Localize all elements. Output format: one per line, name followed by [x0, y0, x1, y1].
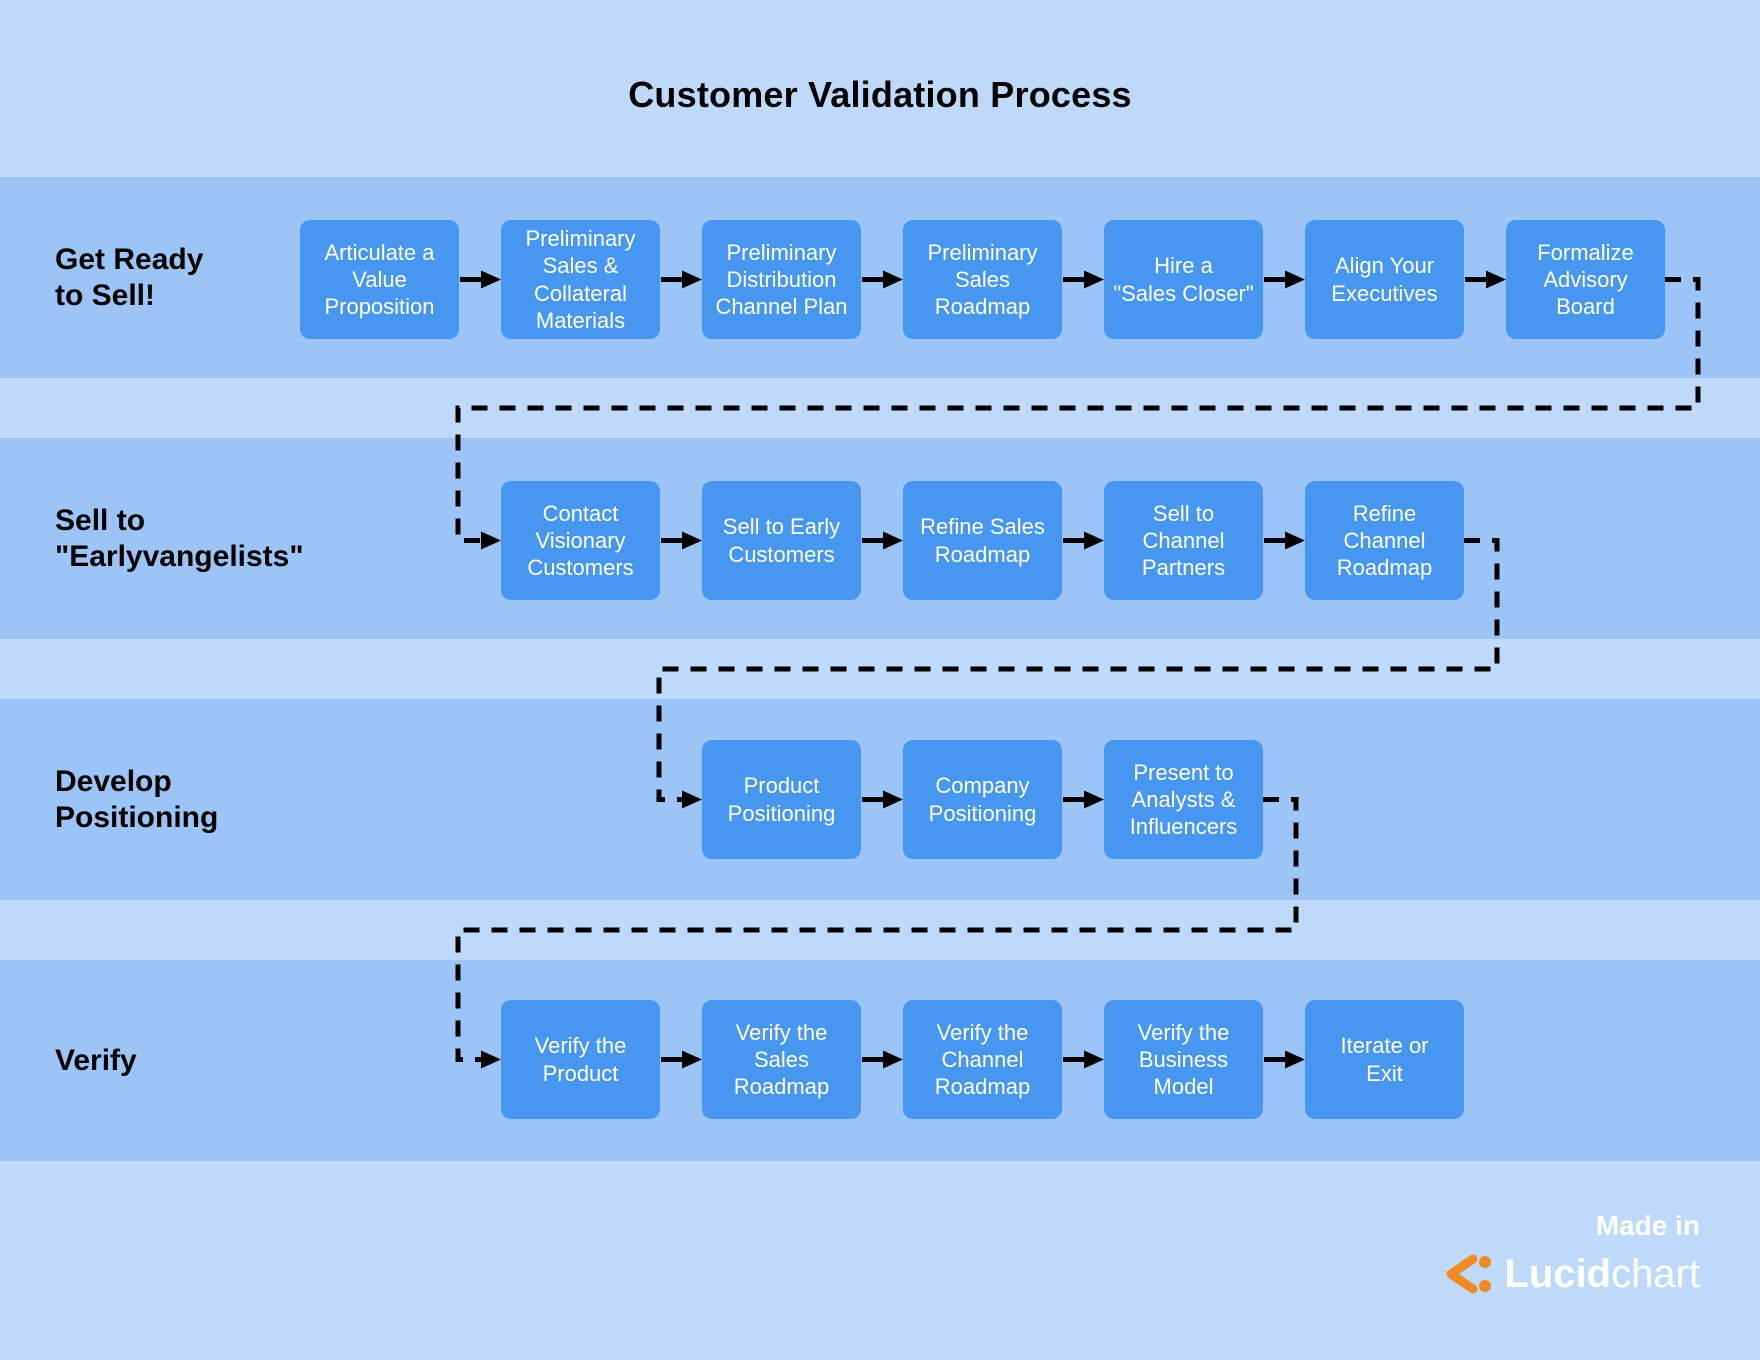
- brand-light: chart: [1611, 1252, 1700, 1296]
- process-step-box[interactable]: Preliminary Sales Roadmap: [903, 220, 1062, 339]
- process-step-box[interactable]: Verify the Product: [501, 1000, 660, 1119]
- process-step-box[interactable]: Articulate a Value Proposition: [300, 220, 459, 339]
- process-step-box[interactable]: Sell to Channel Partners: [1104, 481, 1263, 600]
- process-step-box[interactable]: Verify the Channel Roadmap: [903, 1000, 1062, 1119]
- process-step-box[interactable]: Present to Analysts & Influencers: [1104, 740, 1263, 859]
- process-step-box[interactable]: Verify the Business Model: [1104, 1000, 1263, 1119]
- lane-label-get-ready-to-sell: Get Ready to Sell!: [55, 243, 204, 312]
- process-step-box[interactable]: Refine Sales Roadmap: [903, 481, 1062, 600]
- process-step-box[interactable]: Company Positioning: [903, 740, 1062, 859]
- lane-label-verify: Verify: [55, 1043, 137, 1077]
- process-step-box[interactable]: Iterate or Exit: [1305, 1000, 1464, 1119]
- lucidchart-logo-icon: [1446, 1254, 1492, 1294]
- lane-label-sell-to-earlyvangelists: Sell to "Earlyvangelists": [55, 504, 304, 573]
- lucidchart-logo-text: Lucidchart: [1504, 1254, 1700, 1294]
- lucidchart-watermark[interactable]: Made in Lucidchart: [1300, 1210, 1700, 1298]
- process-step-box[interactable]: Hire a "Sales Closer": [1104, 220, 1263, 339]
- process-step-box[interactable]: Contact Visionary Customers: [501, 481, 660, 600]
- process-step-box[interactable]: Sell to Early Customers: [702, 481, 861, 600]
- process-step-box[interactable]: Refine Channel Roadmap: [1305, 481, 1464, 600]
- process-step-box[interactable]: Product Positioning: [702, 740, 861, 859]
- diagram-title: Customer Validation Process: [628, 74, 1132, 115]
- made-in-text: Made in: [1595, 1210, 1700, 1241]
- process-step-box[interactable]: Formalize Advisory Board: [1506, 220, 1665, 339]
- lane-label-develop-positioning: Develop Positioning: [55, 765, 219, 834]
- process-step-box[interactable]: Preliminary Sales & Collateral Materials: [501, 220, 660, 339]
- process-step-box[interactable]: Verify the Sales Roadmap: [702, 1000, 861, 1119]
- process-step-box[interactable]: Preliminary Distribution Channel Plan: [702, 220, 861, 339]
- brand-bold: Lucid: [1504, 1252, 1612, 1296]
- process-step-box[interactable]: Align Your Executives: [1305, 220, 1464, 339]
